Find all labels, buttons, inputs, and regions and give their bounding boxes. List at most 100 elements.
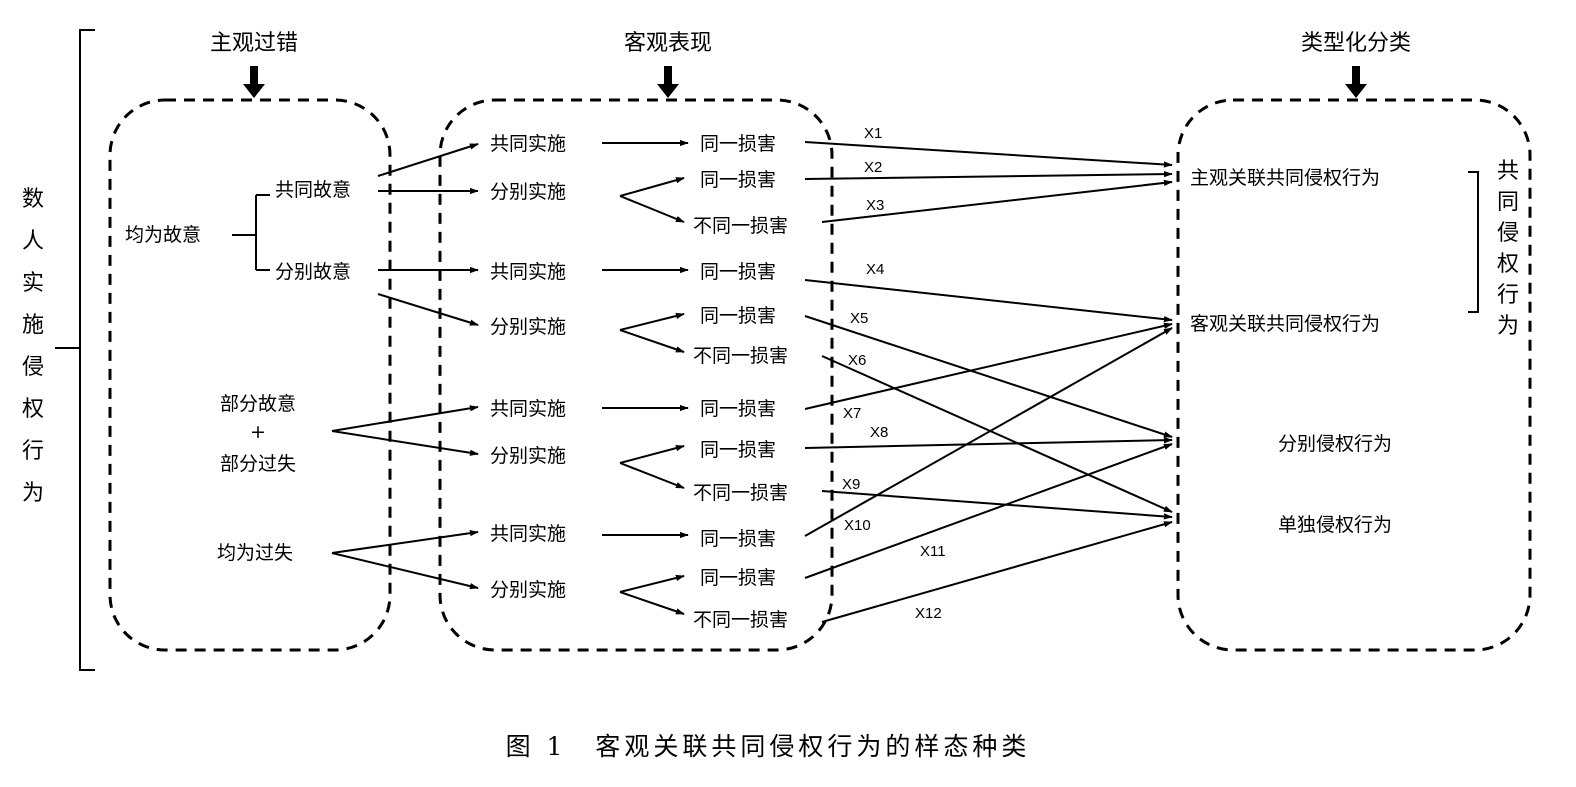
damage-node: 不同一损害 [693,609,788,631]
edge-x2-line [804,170,1173,180]
act-node: 分别实施 [490,579,566,601]
act-node: 共同实施 [490,398,566,420]
edge-x10-line [804,327,1173,537]
header-down-arrow-icon [657,66,679,98]
right-label-char-3: 权 [1497,252,1519,277]
arrow-line [377,293,479,326]
typology-box [1176,98,1532,652]
right-label-char-2: 侵 [1497,221,1519,246]
edge-x6-line [821,355,1173,513]
header-down-arrow-icon [1345,66,1367,98]
subjective-fault-box [108,98,392,652]
act-node: 共同实施 [490,133,566,155]
act-nodes: 共同实施 分别实施 共同实施 分别实施 共同实施 分别实施 共同实施 分别实施 [490,133,566,601]
intent-split-bracket [232,194,270,271]
damage-node: 同一损害 [700,567,776,589]
act-node: 分别实施 [490,181,566,203]
damage-to-category-arrows [804,141,1173,623]
edge-x9-line [821,490,1173,520]
right-label-char-5: 为 [1497,314,1519,339]
arrow-line [619,591,685,615]
act-node: 分别实施 [490,445,566,467]
damage-node: 同一损害 [700,169,776,191]
edge-label-x10: X10 [844,517,871,534]
left-label-char-0: 数 [22,187,44,212]
arrow-line [619,462,685,489]
damage-node: 不同一损害 [693,215,788,237]
category-subjective-joint: 主观关联共同侵权行为 [1190,167,1380,189]
edge-label-x1: X1 [864,125,882,142]
edge-x5-line [804,315,1173,438]
edge-x1-line [804,141,1173,168]
damage-node: 同一损害 [700,305,776,327]
edge-label-x3: X3 [866,197,884,214]
header-subjective: 主观过错 [210,31,298,56]
left-label-char-4: 侵 [22,355,44,380]
category-separate: 分别侵权行为 [1278,433,1392,455]
damage-node: 同一损害 [700,439,776,461]
node-partial-negligence: 部分过失 [220,453,296,475]
damage-node: 同一损害 [700,398,776,420]
edge-label-x2: X2 [864,159,882,176]
left-label-char-1: 人 [22,229,44,254]
node-joint-intent: 共同故意 [275,179,351,201]
right-label-char-1: 同 [1497,190,1519,215]
category-objective-joint: 客观关联共同侵权行为 [1190,313,1380,335]
edge-x7-line [804,322,1173,410]
category-independent: 单独侵权行为 [1278,514,1392,536]
node-all-intent: 均为故意 [125,224,201,246]
edge-x12-line [821,521,1173,623]
objective-performance-box [438,98,834,652]
left-label-char-5: 权 [22,397,44,422]
edge-label-x5: X5 [850,310,868,327]
edge-label-x6: X6 [848,352,866,369]
node-separate-intent: 分别故意 [275,261,351,283]
arrow-line [331,530,479,554]
right-label-char-4: 行 [1497,283,1519,308]
damage-node: 同一损害 [700,261,776,283]
edge-label-x8: X8 [870,424,888,441]
figure-caption: 图 1 客观关联共同侵权行为的样态种类 [506,732,1031,761]
damage-node: 同一损害 [700,133,776,155]
arrow-line [331,552,479,590]
arrow-line [619,445,685,464]
arrow-line [331,405,479,432]
act-to-damage-arrows [602,139,689,615]
arrow-line [619,574,685,593]
act-node: 共同实施 [490,261,566,283]
edge-x3-line [821,179,1173,223]
left-bracket-label: 数 人 实 施 侵 权 行 为 [22,187,44,506]
damage-node: 不同一损害 [693,345,788,367]
edge-x11-line [804,443,1173,579]
edge-label-x7: X7 [843,405,861,422]
left-label-char-3: 施 [22,313,44,338]
left-label-char-6: 行 [22,439,44,464]
header-down-arrow-icon [243,66,265,98]
joint-tort-bracket [1468,171,1479,313]
damage-node: 不同一损害 [693,482,788,504]
node-plus: + [250,421,266,443]
right-bracket-label: 共 同 侵 权 行 为 [1497,159,1519,339]
arrow-line [377,143,479,177]
arrow-line [619,312,685,331]
edge-labels: X1 X2 X3 X4 X5 X6 X7 X8 X9 X10 X11 X12 [842,125,946,622]
edge-label-x4: X4 [866,261,884,278]
damage-nodes: 同一损害 同一损害 不同一损害 同一损害 同一损害 不同一损害 同一损害 同一损… [693,133,788,631]
left-bracket [55,29,95,671]
edge-label-x9: X9 [842,476,860,493]
left-label-char-7: 为 [22,481,44,506]
header-typology: 类型化分类 [1301,31,1411,56]
arrow-line [331,430,479,456]
left-label-char-2: 实 [22,271,44,296]
header-objective: 客观表现 [624,31,712,56]
fault-to-act-arrows [331,143,479,590]
edge-x8-line [804,437,1173,449]
edge-x4-line [804,279,1173,323]
right-label-char-0: 共 [1497,159,1519,184]
act-node: 分别实施 [490,316,566,338]
node-all-negligence: 均为过失 [217,542,293,564]
edge-label-x11: X11 [920,543,946,560]
edge-label-x12: X12 [915,605,942,622]
damage-node: 同一损害 [700,528,776,550]
